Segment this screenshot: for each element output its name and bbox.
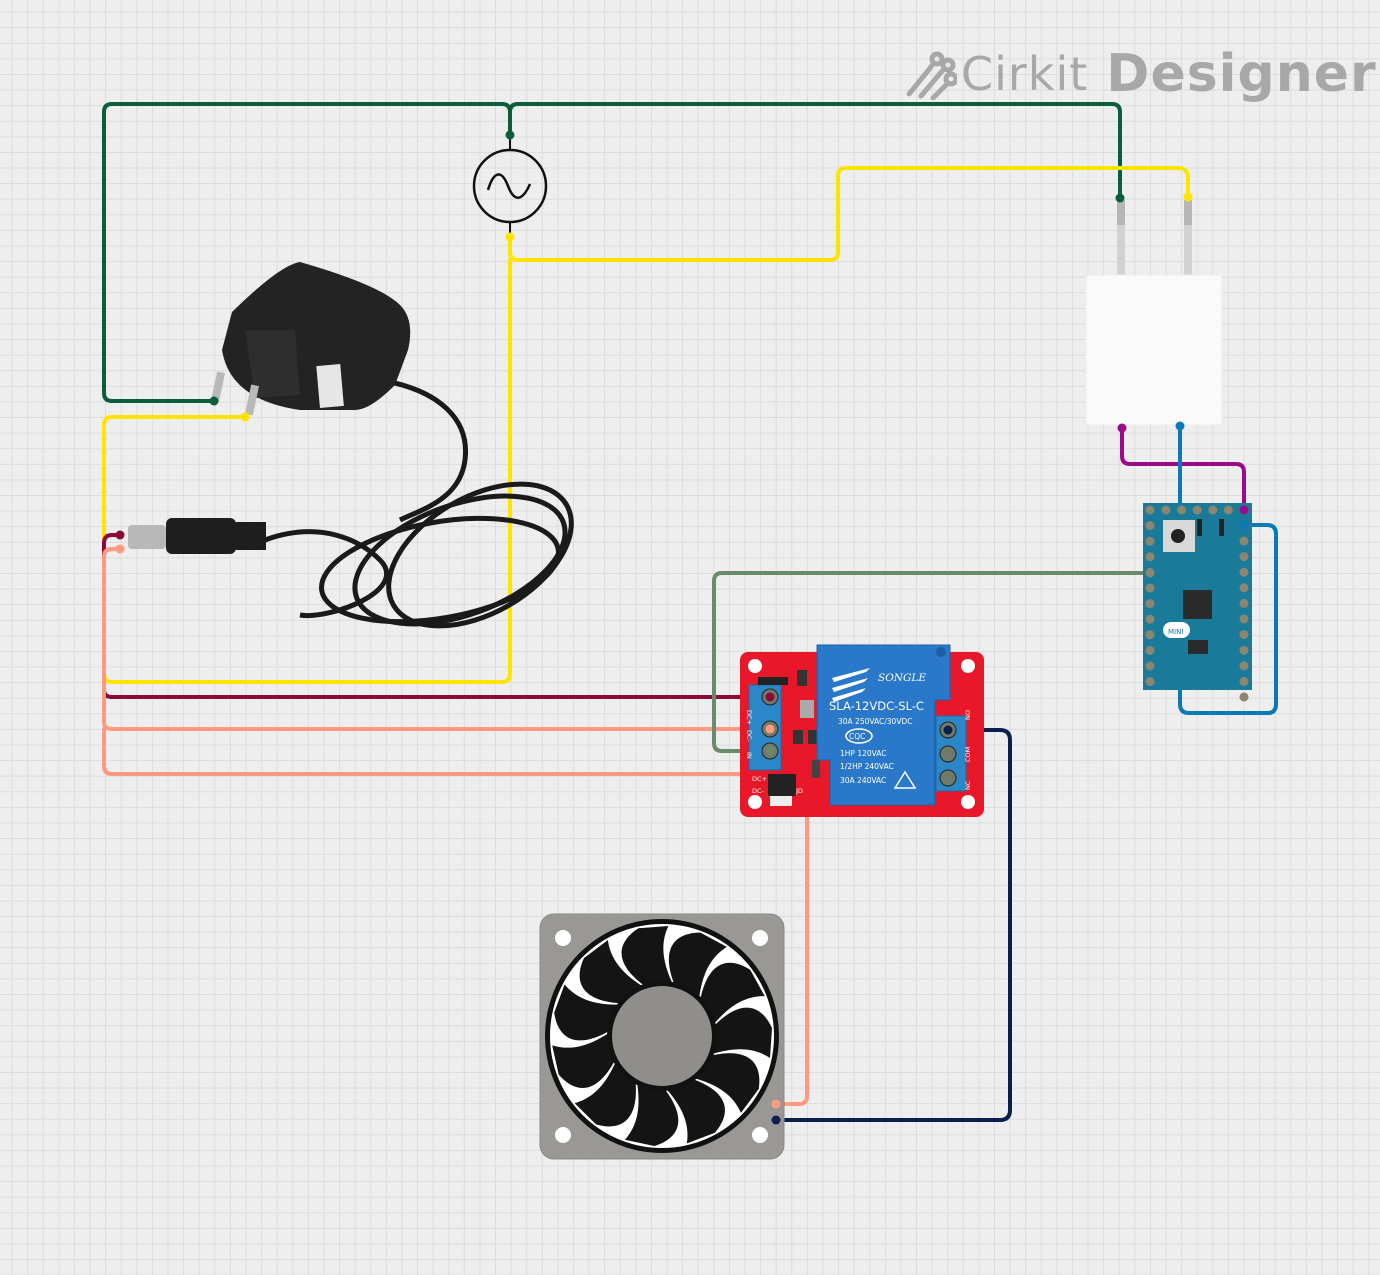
fan-blade [621, 925, 673, 988]
wire-ac-line-green[interactable] [102, 102, 1122, 403]
pin-ac-top[interactable] [505, 130, 515, 140]
arduino-pin-a0[interactable] [1239, 630, 1249, 640]
fan-blade [574, 1061, 636, 1127]
arduino-pin-a1[interactable] [1239, 614, 1249, 624]
arduino-pin-a3[interactable] [1239, 583, 1249, 593]
arduino-pin-rx[interactable] [1145, 521, 1155, 531]
arduino-pin-top-rst[interactable] [1177, 505, 1187, 515]
wall-adapter[interactable] [115, 262, 596, 655]
arduino-badge: MINI [1168, 628, 1183, 636]
fan-blade [666, 1078, 726, 1144]
arduino-pin-8[interactable] [1145, 661, 1155, 671]
arduino-pin-top-tx[interactable] [1161, 505, 1171, 515]
fan-blade [624, 1082, 679, 1147]
relay-rating-4: 30A 240VAC [840, 776, 886, 785]
wire-usb-blue[interactable] [1178, 424, 1278, 715]
fan-blade [668, 932, 727, 998]
usb-charger[interactable] [1085, 192, 1223, 433]
relay-cert: CQC [849, 732, 865, 741]
arduino-pin-5v[interactable] [1239, 567, 1249, 577]
relay-model: SLA-12VDC-SL-C [829, 699, 924, 713]
songle-logo-icon [832, 668, 870, 702]
relay-label-jd-dc-plus: DC+ [752, 775, 767, 783]
arduino-pin-7[interactable] [1145, 645, 1155, 655]
arduino-pro-mini[interactable]: MINI [1143, 503, 1252, 702]
wire-dc-minus-salmon[interactable] [102, 547, 772, 731]
relay-label-no: NO [964, 710, 972, 720]
arduino-pin-3[interactable] [1145, 583, 1155, 593]
fan-blade [699, 962, 765, 1025]
brand-name-cirkit: Cirkit [961, 47, 1089, 101]
arduino-pin-11[interactable] [1239, 676, 1249, 686]
fan-blade [694, 1053, 760, 1113]
relay-label-jd-dc-minus: DC- [752, 787, 765, 795]
arduino-pin-9[interactable] [1145, 677, 1155, 687]
relay-rating-1: 30A 250VAC/30VDC [838, 717, 912, 726]
pin-charger-prong-1[interactable] [1115, 193, 1125, 203]
wire-dc-plus-maroon[interactable] [102, 533, 772, 699]
wire-load-navy[interactable] [774, 728, 1012, 1122]
pin-fan-minus[interactable] [771, 1099, 781, 1109]
pin-relay-dc-plus[interactable] [765, 692, 775, 702]
pin-fan-plus[interactable] [771, 1115, 781, 1125]
relay-label-dc-plus: DC+ [745, 710, 753, 725]
arduino-pin-top-tx[interactable] [1192, 505, 1202, 515]
arduino-pin-13[interactable] [1239, 645, 1249, 655]
fan-blade [579, 939, 643, 1004]
pin-relay-dc-minus[interactable] [765, 724, 775, 734]
pin-arduino-gnd[interactable] [1239, 505, 1249, 515]
brand-name-designer: Designer [1106, 44, 1377, 104]
relay-label-com: COM [964, 747, 972, 762]
arduino-pin-a2[interactable] [1239, 598, 1249, 608]
arduino-pin-10[interactable] [1239, 692, 1249, 702]
relay-label-jd: JD [795, 787, 803, 795]
arduino-pin-gnd[interactable] [1239, 536, 1249, 546]
arduino-pin-top-rx[interactable] [1208, 505, 1218, 515]
wire-signal-olive[interactable] [712, 571, 1152, 753]
arduino-pin-rst[interactable] [1145, 536, 1155, 546]
fan-blade [554, 984, 620, 1041]
relay-rating-3: 1/2HP 240VAC [840, 762, 894, 771]
pin-ac-bottom[interactable] [505, 232, 515, 242]
pin-charger-out-1[interactable] [1117, 423, 1127, 433]
arduino-pin-5[interactable] [1145, 614, 1155, 624]
pin-relay-no[interactable] [943, 725, 953, 735]
dc-fan[interactable] [539, 913, 785, 1160]
relay-brand: SONGLE [878, 672, 926, 684]
wire-ac-neutral-yellow[interactable] [508, 166, 1190, 262]
pin-charger-out-2[interactable] [1175, 421, 1185, 431]
relay-rating-2: 1HP 120VAC [840, 749, 887, 758]
pin-jack-plus[interactable] [115, 530, 125, 540]
arduino-pin-rst[interactable] [1239, 552, 1249, 562]
reset-button[interactable] [1171, 529, 1185, 543]
ac-source[interactable] [472, 130, 548, 242]
fan-blade [552, 1032, 617, 1088]
pin-arduino-raw[interactable] [1239, 520, 1249, 530]
cirkit-designer-logo: Cirkit Designer [905, 42, 1377, 106]
relay-label-in: IN [745, 752, 753, 759]
pin-adapter-prong-2[interactable] [240, 412, 250, 422]
wire-usb-purple[interactable] [1120, 426, 1246, 512]
pin-adapter-prong-1[interactable] [209, 396, 219, 406]
relay-module[interactable]: SONGLE SLA-12VDC-SL-C 30A 250VAC/30VDC C… [740, 644, 984, 817]
arduino-pin-tx[interactable] [1145, 505, 1155, 515]
arduino-pin-4[interactable] [1145, 599, 1155, 609]
pin-arduino-d2[interactable] [1145, 568, 1155, 578]
arduino-pin-6[interactable] [1145, 630, 1155, 640]
fan-blade [712, 1007, 772, 1058]
arduino-pin-top-5v[interactable] [1223, 505, 1233, 515]
relay-label-dc-minus: DC- [745, 730, 753, 743]
arduino-pin-gnd[interactable] [1145, 552, 1155, 562]
relay-label-nc: NC [964, 780, 972, 790]
pin-jack-minus[interactable] [115, 544, 125, 554]
arduino-pin-12[interactable] [1239, 661, 1249, 671]
circuit-traces-icon [906, 51, 957, 100]
pin-relay-in[interactable] [765, 746, 775, 756]
pin-charger-prong-2[interactable] [1183, 192, 1193, 202]
sine-wave-icon [486, 173, 532, 199]
